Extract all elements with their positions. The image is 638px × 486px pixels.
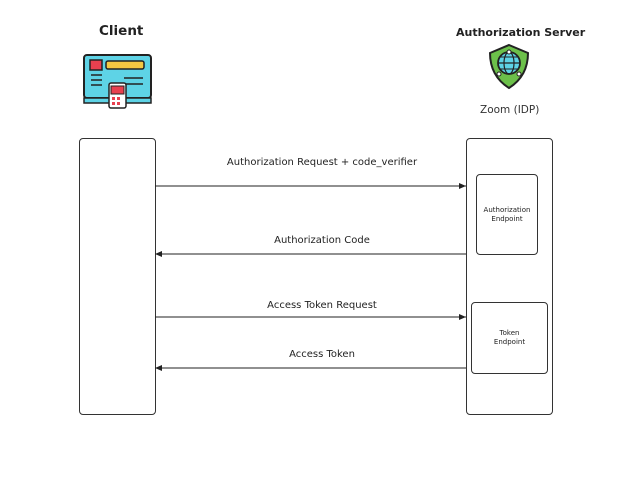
authorization-endpoint: Authorization Endpoint: [476, 174, 538, 255]
token-endpoint-line2: Endpoint: [493, 338, 526, 346]
message-label-authorization-request: Authorization Request + code_verifier: [226, 157, 418, 168]
token-endpoint-line1: Token: [499, 329, 520, 337]
token-endpoint: Token Endpoint: [471, 302, 548, 374]
message-label-authorization-code: Authorization Code: [274, 235, 370, 246]
authorization-endpoint-line1: Authorization: [483, 205, 531, 214]
message-label-access-token: Access Token: [289, 349, 355, 360]
client-dashboard-icon: [83, 54, 152, 109]
authorization-endpoint-line2: Endpoint: [491, 214, 523, 223]
idp-label: Zoom (IDP): [480, 104, 540, 116]
globe-shield-icon: [488, 43, 530, 90]
message-label-access-token-request: Access Token Request: [267, 300, 377, 311]
server-title: Authorization Server: [456, 26, 586, 39]
client-lane: [79, 138, 156, 415]
client-title: Client: [99, 23, 144, 39]
